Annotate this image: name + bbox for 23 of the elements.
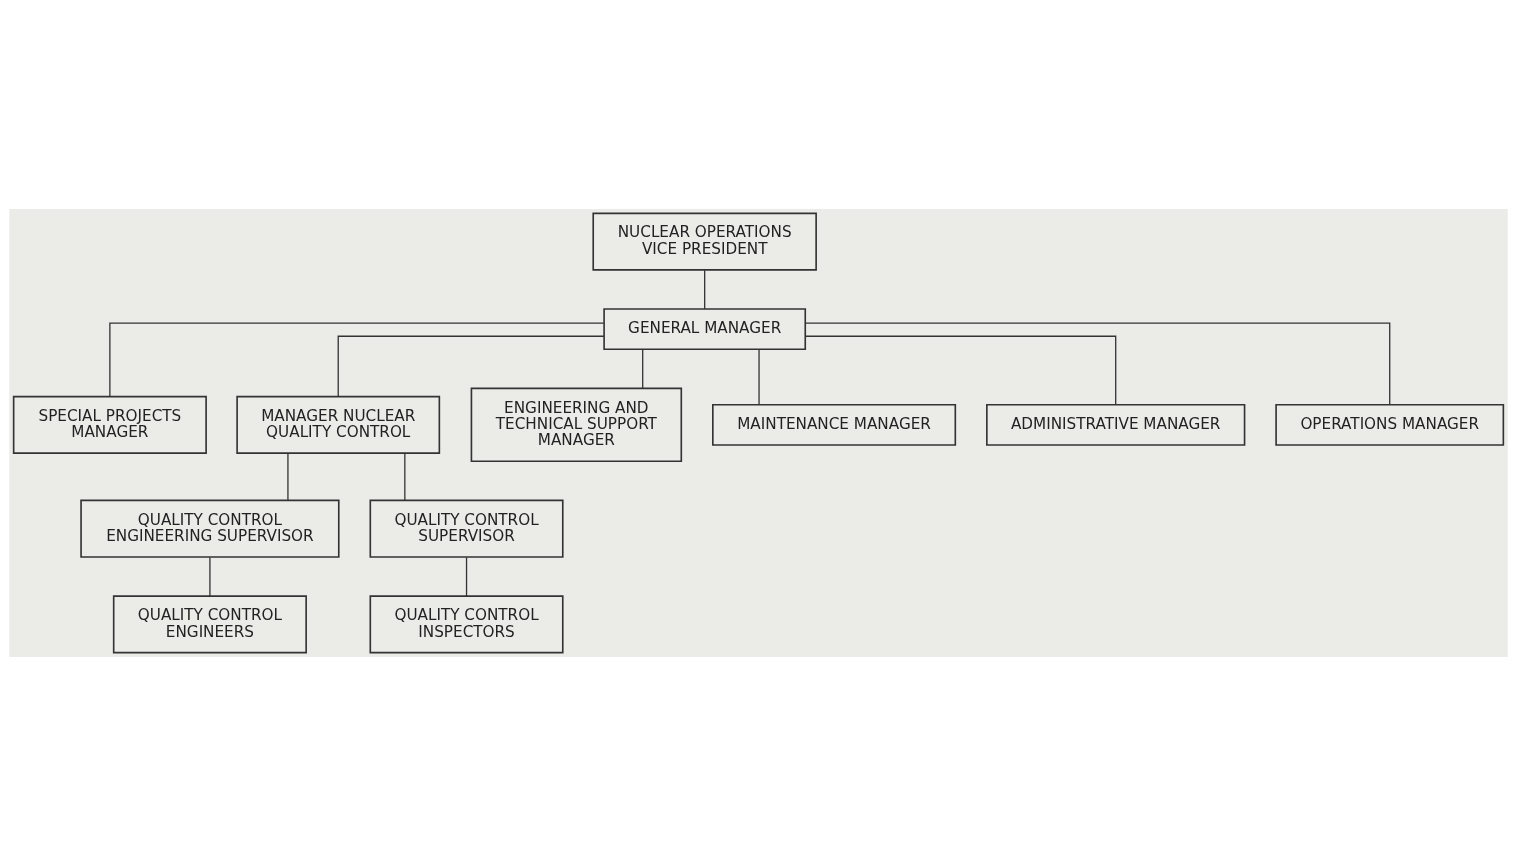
node-box: OPERATIONS MANAGER (1275, 403, 1505, 446)
node-box: QUALITY CONTROL ENGINEERING SUPERVISOR (80, 499, 340, 558)
connector (642, 348, 644, 389)
connector (465, 556, 468, 597)
connector (287, 452, 289, 501)
node-box: ENGINEERING AND TECHNICAL SUPPORT MANAGER (470, 387, 683, 462)
connector (805, 335, 1117, 405)
connector (337, 335, 605, 397)
node-box: ADMINISTRATIVE MANAGER (986, 403, 1246, 446)
connector (704, 269, 706, 310)
connector (209, 556, 211, 597)
node-box: MANAGER NUCLEAR QUALITY CONTROL (236, 395, 441, 454)
node-box: NUCLEAR OPERATIONS VICE PRESIDENT (592, 212, 817, 271)
connector (109, 322, 605, 397)
node-box: SPECIAL PROJECTS MANAGER (12, 395, 207, 454)
connector (758, 348, 760, 405)
node-box: QUALITY CONTROL ENGINEERS (112, 594, 307, 653)
connector (404, 452, 406, 501)
node-box: QUALITY CONTROL SUPERVISOR (369, 499, 564, 558)
node-box: GENERAL MANAGER (603, 307, 807, 350)
connector (804, 322, 1391, 405)
node-box: MAINTENANCE MANAGER (712, 403, 957, 446)
node-box: QUALITY CONTROL INSPECTORS (369, 594, 564, 653)
